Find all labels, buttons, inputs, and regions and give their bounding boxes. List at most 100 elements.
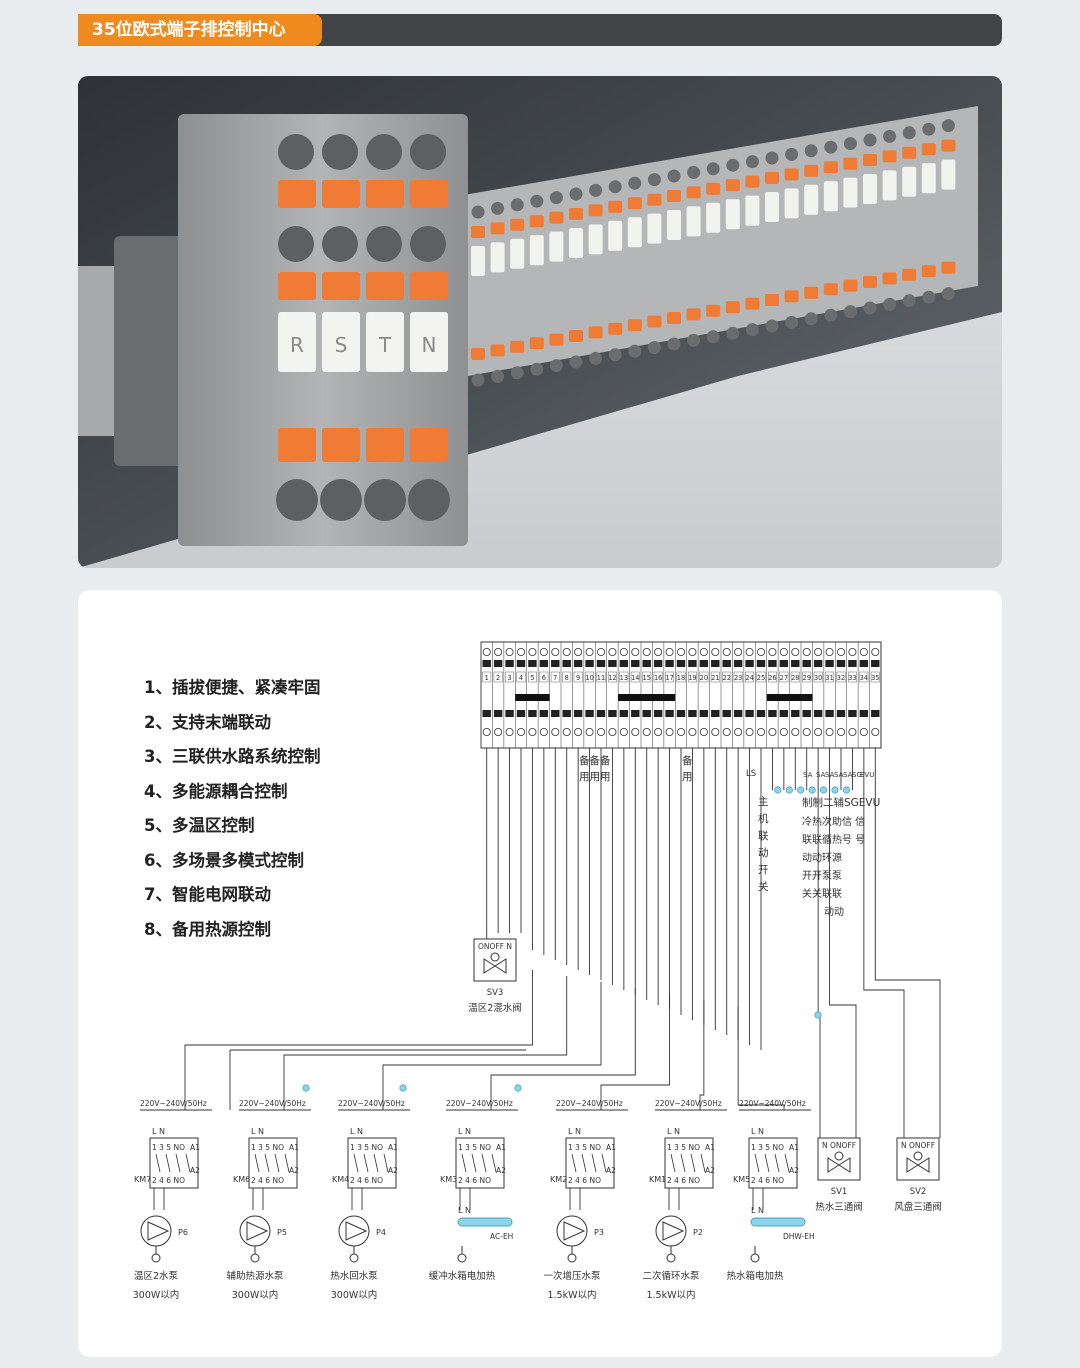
terminal-screw (779, 727, 788, 736)
terminal-hole (549, 191, 563, 205)
release-lever (539, 660, 549, 667)
terminal-hole (569, 187, 583, 201)
release-lever (528, 710, 537, 717)
terminal-number: 8 (565, 674, 569, 682)
marker-tag (870, 671, 880, 683)
feature-item: 6、多场景多模式控制 (144, 850, 304, 870)
ground-icon (567, 1253, 577, 1263)
terminal-number: 35 (871, 674, 879, 682)
junction-node (808, 786, 816, 794)
release-lever (608, 200, 623, 213)
contactor-row-3: 2 4 6 NO (568, 1176, 601, 1185)
terminal-screw (768, 648, 777, 657)
ls-switch-label: LS (746, 769, 756, 779)
terminal-screw (734, 727, 743, 736)
contactor-top-terminals: L N (667, 1127, 680, 1136)
contactor-top-terminals: L N (152, 1127, 165, 1136)
signal-code: SA (803, 771, 813, 779)
contactor-row-1: 1 3 5 NO (251, 1143, 284, 1152)
terminal-screw (745, 648, 754, 657)
terminal-screw (711, 648, 720, 657)
terminal-screw (619, 648, 628, 657)
release-lever (627, 197, 642, 210)
terminal-hole (922, 290, 936, 304)
voltage-label: 220V~240V/50Hz (239, 1099, 306, 1108)
junction-node (302, 1084, 310, 1092)
terminal-screw (837, 727, 846, 736)
terminal-hole (320, 479, 362, 521)
release-lever (482, 710, 491, 717)
contactor-code: KM4 (332, 1175, 349, 1184)
signal-code: EVU (860, 771, 874, 779)
pump-impeller-icon (246, 1221, 269, 1241)
terminal-hole (278, 134, 314, 170)
release-lever (688, 660, 697, 667)
terminal-screw (665, 648, 674, 657)
terminal-screw (482, 727, 491, 736)
release-lever (322, 180, 360, 208)
terminal-number: 2 (496, 674, 500, 682)
marker-tag (516, 671, 526, 683)
terminal-hole (276, 479, 318, 521)
wire (829, 790, 857, 1138)
release-lever (493, 660, 503, 667)
release-lever (528, 660, 537, 667)
ground-icon (250, 1253, 260, 1263)
marker-tag (882, 170, 897, 201)
terminal-number: 24 (745, 674, 753, 682)
sv2-valve-box (896, 1137, 940, 1181)
voltage-label: 220V~240V/50Hz (338, 1099, 405, 1108)
marker-tag (490, 242, 505, 273)
coil-a1: A1 (606, 1143, 616, 1152)
terminal-hole (687, 165, 701, 179)
release-lever (490, 344, 505, 357)
terminal-hole (366, 134, 402, 170)
sv3-valve-label: 温区2混水阀 (468, 1002, 522, 1014)
sv2-valve-code: SV2 (910, 1187, 927, 1197)
terminal-number: 20 (700, 674, 708, 682)
release-lever (667, 190, 681, 202)
marker-tag (322, 312, 360, 372)
release-lever (366, 272, 404, 300)
contact-switch (690, 1153, 696, 1173)
terminal-screw (871, 727, 880, 736)
terminal-number: 14 (631, 674, 639, 682)
contact-switch (581, 1153, 587, 1173)
release-lever (562, 660, 571, 667)
coil-a2: A2 (496, 1166, 506, 1175)
marker-tag (710, 671, 720, 683)
contact-switch (471, 1153, 477, 1173)
marker-tag (278, 312, 316, 372)
contact-switch (363, 1153, 369, 1173)
coil-a1: A1 (190, 1143, 200, 1152)
release-lever (588, 204, 603, 217)
valve-actuator-icon (490, 952, 500, 962)
release-lever (676, 660, 686, 667)
signal-label-row: 动动 (824, 906, 844, 918)
terminal-screw (494, 648, 503, 657)
terminal-screw (699, 727, 708, 736)
release-lever (608, 322, 623, 335)
contact-switch (353, 1153, 359, 1173)
sv1-valve-label: 热水三通阀 (815, 1201, 863, 1213)
junction-node (399, 1084, 407, 1092)
contactor-box (748, 1137, 798, 1189)
release-lever (859, 660, 869, 667)
terminal-number: 26 (768, 674, 776, 682)
pump-impeller-icon (147, 1221, 170, 1241)
terminal-screw (619, 727, 628, 736)
terminal-number: 5 (530, 674, 534, 682)
terminal-hole (745, 323, 759, 337)
marker-tag (471, 246, 485, 276)
marker-tag (607, 671, 617, 683)
terminal-hole (706, 330, 720, 344)
terminal-screw (745, 727, 754, 736)
terminal-number: 29 (803, 674, 811, 682)
contact-switch (165, 1153, 171, 1173)
terminal-number: 12 (608, 674, 616, 682)
contactor-code: KM3 (440, 1175, 457, 1184)
contactor-top-terminals: L N (458, 1127, 471, 1136)
terminal-hole (647, 173, 661, 187)
contactor-row-1: 1 3 5 NO (350, 1143, 383, 1152)
terminal-hole (366, 226, 402, 262)
